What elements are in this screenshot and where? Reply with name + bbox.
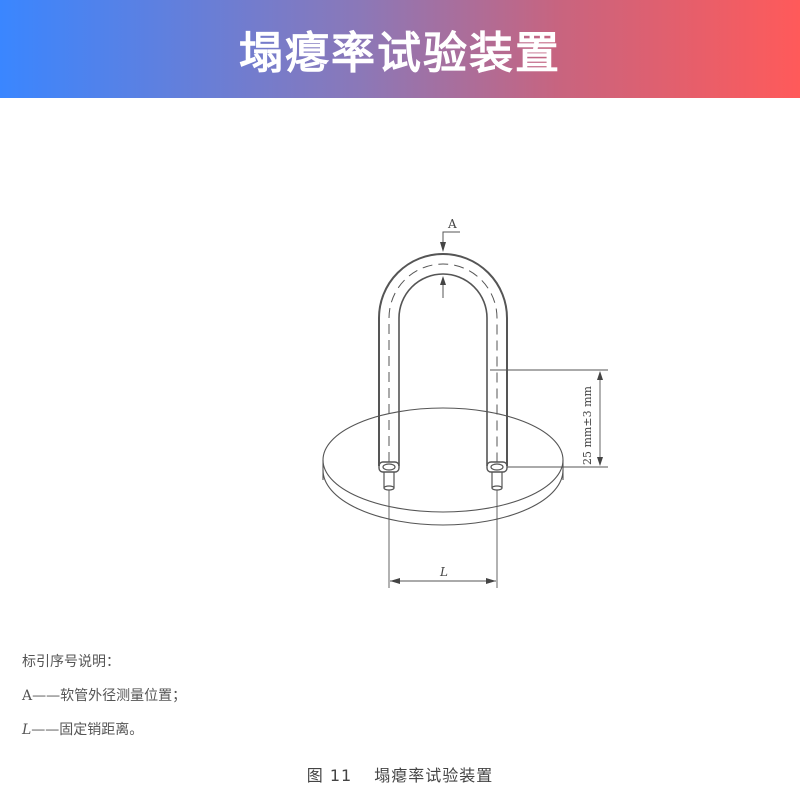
legend-key: A	[22, 688, 33, 704]
figure-number: 图 11	[306, 766, 353, 785]
legend: 标引序号说明： A——软管外径测量位置； L——固定销距离。	[22, 645, 186, 747]
height-dimension-label: 25 mm±3 mm	[581, 386, 594, 465]
legend-item-a: A——软管外径测量位置；	[22, 679, 186, 713]
figure-title: 塌瘪率试验装置	[374, 766, 494, 785]
fixing-pin-left	[378, 461, 400, 491]
legend-item-l: L——固定销距离。	[22, 713, 186, 747]
collapse-test-apparatus-drawing: A 25 mm±3 mm L	[322, 217, 608, 588]
fixing-pin-right	[486, 461, 508, 491]
legend-text: 固定销距离。	[59, 722, 144, 738]
base-plate	[322, 407, 564, 526]
page-title: 塌瘪率试验装置	[239, 28, 561, 79]
pin-distance-label: L	[439, 565, 448, 579]
legend-heading: 标引序号说明：	[22, 654, 120, 670]
legend-key: L	[22, 722, 32, 738]
figure-caption: 图 11 塌瘪率试验装置	[0, 762, 800, 786]
u-shaped-hose	[378, 253, 508, 466]
measurement-position-a-marker	[440, 231, 460, 298]
title-banner: 塌瘪率试验装置	[0, 0, 800, 98]
legend-dash: ——	[31, 722, 60, 738]
legend-dash: ——	[32, 688, 61, 704]
height-dimension	[490, 369, 608, 468]
marker-a-label: A	[447, 217, 457, 231]
legend-text: 软管外径测量位置；	[60, 688, 187, 704]
pin-distance-dimension	[388, 490, 498, 588]
